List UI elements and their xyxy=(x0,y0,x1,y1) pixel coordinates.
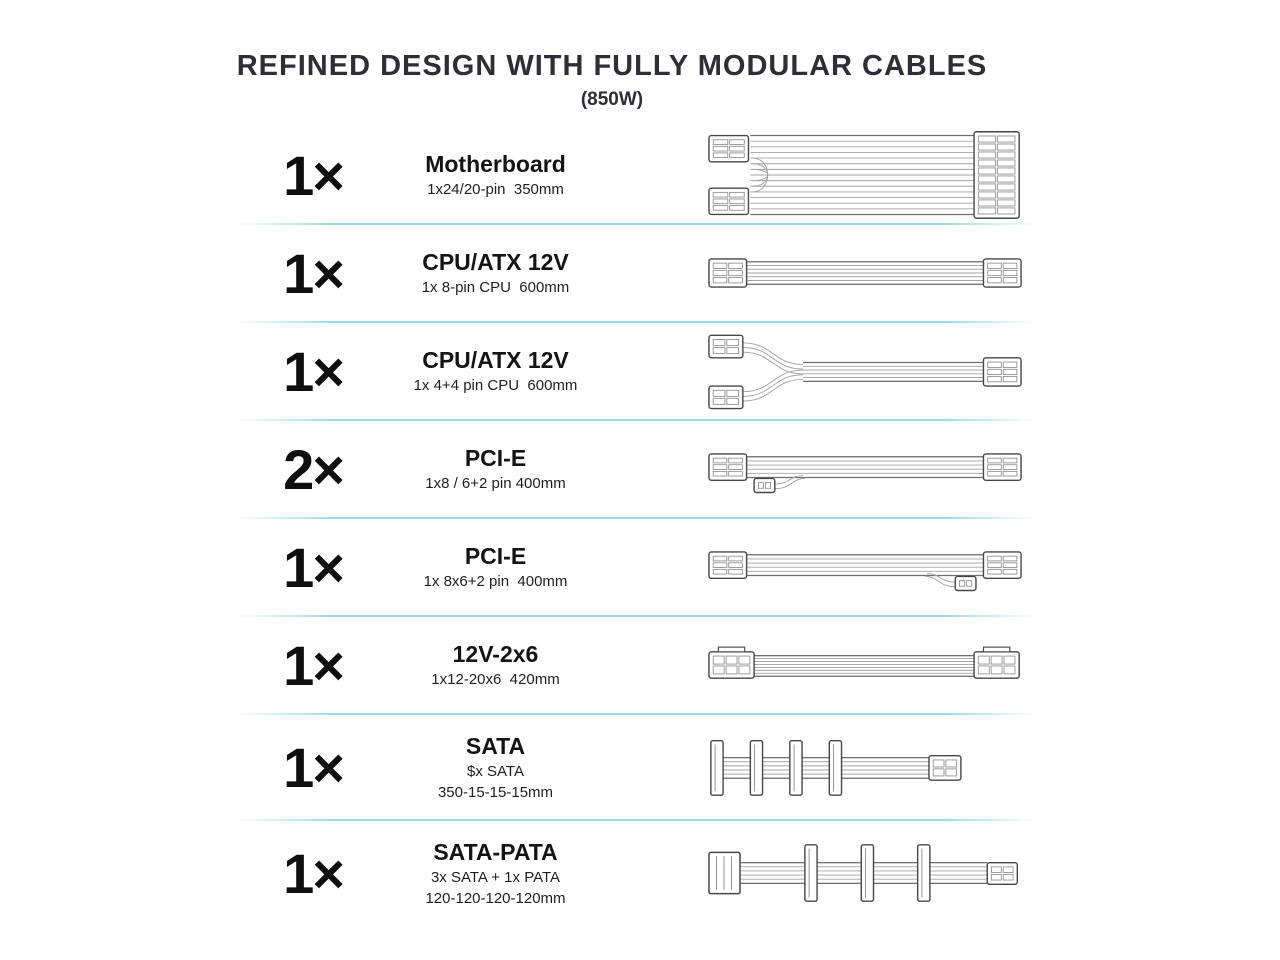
cable-label-block: SATA-PATA 3x SATA + 1x PATA 120-120-120-… xyxy=(388,839,603,907)
quantity-label: 1× xyxy=(283,633,345,697)
row-divider xyxy=(238,713,1038,715)
page-header: REFINED DESIGN WITH FULLY MODULAR CABLES… xyxy=(0,50,1224,111)
sata-cable-icon xyxy=(693,720,1038,814)
cable-name: Motherboard xyxy=(425,151,566,178)
row-divider xyxy=(238,419,1038,421)
row-divider xyxy=(238,321,1038,323)
cable-label-block: PCI-E 1x8 / 6+2 pin 400mm xyxy=(388,445,603,492)
pcie-6plus2-cable-icon xyxy=(693,422,1038,516)
cable-spec-line2: 350-15-15-15mm xyxy=(437,783,554,801)
quantity-label: 1× xyxy=(283,841,345,905)
cable-label-block: Motherboard 1x24/20-pin 350mm xyxy=(388,151,603,198)
cable-label-block: 12V-2x6 1x12-20x6 420mm xyxy=(388,641,603,688)
cable-spec: 1x8 / 6+2 pin 400mm xyxy=(425,475,566,493)
cable-label-block: PCI-E 1x 8x6+2 pin 400mm xyxy=(388,543,603,590)
pcie-8x6plus2-cable-icon xyxy=(693,520,1038,614)
cable-name: PCI-E xyxy=(464,543,527,570)
cable-spec-line2: 120-120-120-120mm xyxy=(425,889,566,907)
row-divider xyxy=(238,819,1038,821)
quantity-label: 1× xyxy=(283,535,345,599)
cpu-8pin-cable-icon xyxy=(693,226,1038,320)
12v-2x6-cable-icon xyxy=(693,618,1038,712)
cable-spec: 1x24/20-pin 350mm xyxy=(427,181,564,199)
quantity-label: 1× xyxy=(283,339,345,403)
cable-row-12v-2x6: 1× 12V-2x6 1x12-20x6 420mm xyxy=(238,617,1038,713)
cable-spec: 1x 8x6+2 pin 400mm xyxy=(423,573,568,591)
cable-name: PCI-E xyxy=(464,445,527,472)
cable-row-sata-pata: 1× SATA-PATA 3x SATA + 1x PATA 120-120-1… xyxy=(238,821,1038,925)
cable-row-cpu-4plus4: 1× CPU/ATX 12V 1x 4+4 pin CPU 600mm xyxy=(238,323,1038,419)
cable-list: 1× Motherboard 1x24/20-pin 350mm 1× CPU/… xyxy=(238,127,1038,925)
cable-label-block: CPU/ATX 12V 1x 4+4 pin CPU 600mm xyxy=(388,347,603,394)
cable-name: SATA-PATA xyxy=(433,839,558,866)
row-divider xyxy=(238,223,1038,225)
row-divider xyxy=(238,615,1038,617)
cable-spec: $x SATA xyxy=(467,763,524,781)
quantity-label: 1× xyxy=(283,735,345,799)
cable-name: 12V-2x6 xyxy=(452,641,539,668)
cable-name: CPU/ATX 12V xyxy=(422,347,569,374)
quantity-label: 1× xyxy=(283,143,345,207)
cable-label-block: SATA $x SATA 350-15-15-15mm xyxy=(388,733,603,801)
cable-row-cpu-8pin: 1× CPU/ATX 12V 1x 8-pin CPU 600mm xyxy=(238,225,1038,321)
cpu-4plus4-cable-icon xyxy=(693,324,1038,418)
sata-pata-cable-icon xyxy=(693,826,1038,920)
wattage-subtitle: (850W) xyxy=(580,89,644,110)
motherboard-cable-icon xyxy=(693,128,1038,222)
quantity-label: 2× xyxy=(283,437,345,501)
page-title: REFINED DESIGN WITH FULLY MODULAR CABLES xyxy=(236,50,988,82)
quantity-label: 1× xyxy=(283,241,345,305)
cable-name: CPU/ATX 12V xyxy=(422,249,569,276)
cable-row-pcie-8x6plus2: 1× PCI-E 1x 8x6+2 pin 400mm xyxy=(238,519,1038,615)
cable-spec: 3x SATA + 1x PATA xyxy=(430,869,561,887)
cable-row-sata: 1× SATA $x SATA 350-15-15-15mm xyxy=(238,715,1038,819)
cable-row-motherboard: 1× Motherboard 1x24/20-pin 350mm xyxy=(238,127,1038,223)
row-divider xyxy=(238,517,1038,519)
cable-label-block: CPU/ATX 12V 1x 8-pin CPU 600mm xyxy=(388,249,603,296)
cable-spec: 1x12-20x6 420mm xyxy=(431,671,560,689)
cable-row-pcie-6plus2: 2× PCI-E 1x8 / 6+2 pin 400mm xyxy=(238,421,1038,517)
cable-spec: 1x 8-pin CPU 600mm xyxy=(421,279,570,297)
cable-name: SATA xyxy=(465,733,526,760)
cable-spec: 1x 4+4 pin CPU 600mm xyxy=(413,377,578,395)
